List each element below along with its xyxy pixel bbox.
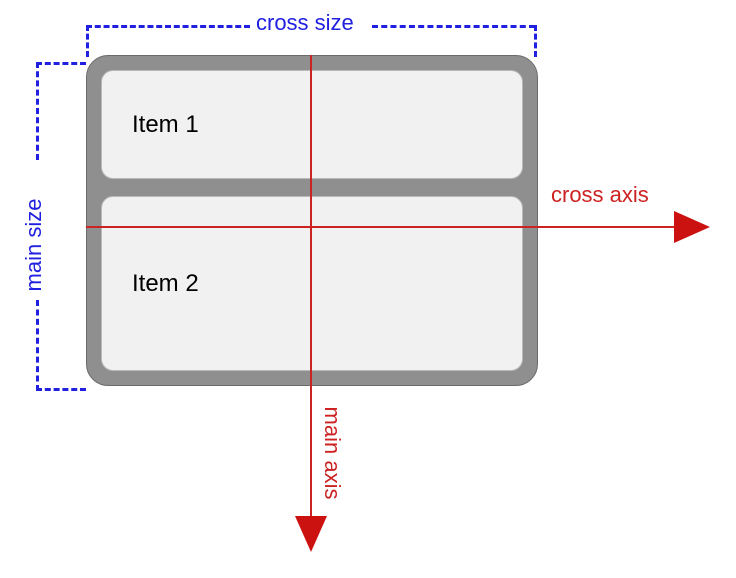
- cross-size-bracket-right-stem: [534, 25, 537, 57]
- main-axis-arrow-icon: [295, 516, 327, 552]
- cross-size-bracket-left-stem: [86, 25, 89, 57]
- cross-size-bracket-bar-right: [372, 25, 535, 28]
- flex-container: Item 1 Item 2: [86, 55, 538, 386]
- cross-axis-arrow-icon: [674, 211, 710, 243]
- cross-axis-line: [86, 226, 676, 228]
- flex-item-2: Item 2: [101, 196, 523, 371]
- cross-size-label: cross size: [256, 10, 354, 35]
- main-size-label: main size: [21, 198, 46, 292]
- main-size-bracket-stem-bottom: [36, 300, 39, 391]
- main-size-bracket-top-bar: [36, 62, 86, 65]
- main-axis-line: [310, 55, 312, 517]
- cross-axis-label: cross axis: [551, 182, 649, 207]
- cross-size-bracket-bar-left: [86, 25, 250, 28]
- main-axis-label: main axis: [320, 406, 345, 500]
- main-size-bracket-bottom-bar: [36, 388, 86, 391]
- main-size-bracket-stem-top: [36, 62, 39, 160]
- flex-item-2-label: Item 2: [132, 269, 199, 297]
- flex-item-1: Item 1: [101, 70, 523, 179]
- flex-item-1-label: Item 1: [132, 110, 199, 138]
